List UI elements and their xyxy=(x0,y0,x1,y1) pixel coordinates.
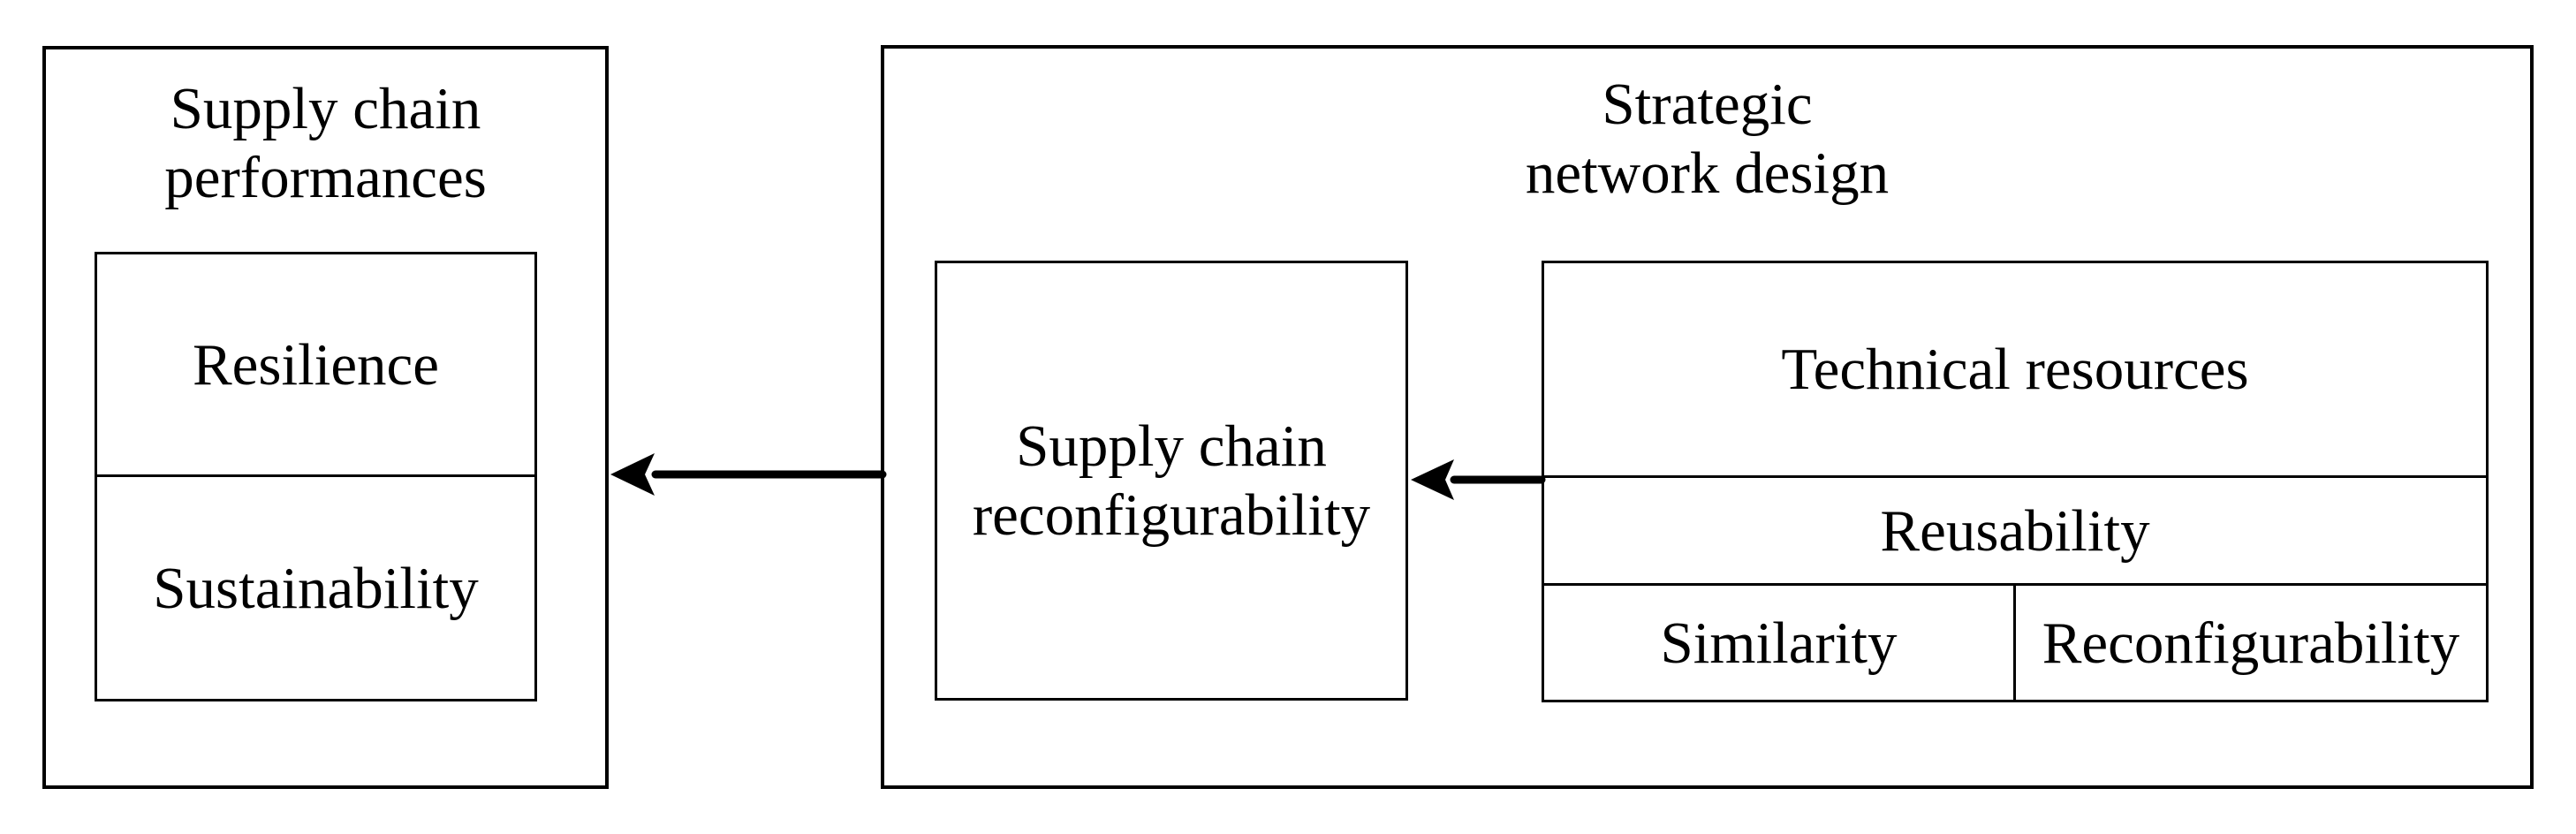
similarity-cell: Similarity xyxy=(1660,610,1898,676)
supply-chain-reconfigurability-box: Supply chain reconfigurability xyxy=(935,261,1408,701)
technical-resources-box: Technical resources Reusability Similari… xyxy=(1542,261,2489,702)
reconfigurability-cell: Reconfigurability xyxy=(2013,586,2486,700)
resilience-cell: Resilience xyxy=(192,331,440,398)
strategic-network-design-title-line2: network design xyxy=(1525,140,1890,206)
strategic-network-design-title: Strategic network design xyxy=(881,70,2534,208)
supply-chain-reconfigurability-line2: reconfigurability xyxy=(972,482,1371,548)
supply-chain-performances-title: Supply chain performances xyxy=(42,74,609,212)
supply-chain-performances-title-line1: Supply chain xyxy=(170,76,481,141)
sustainability-cell: Sustainability xyxy=(97,474,534,699)
arrow-strategic-to-performances-icon xyxy=(610,453,887,496)
technical-resources-cell: Technical resources xyxy=(1781,337,2249,402)
strategic-network-design-title-line1: Strategic xyxy=(1602,72,1813,137)
reusability-cell: Reusability xyxy=(1544,475,2486,583)
supply-chain-reconfigurability-line1: Supply chain xyxy=(1016,413,1327,479)
supply-chain-performances-title-line2: performances xyxy=(164,145,487,210)
similarity-reconfigurability-row: Similarity Reconfigurability xyxy=(1544,583,2486,700)
performance-indicators-box: Resilience Sustainability xyxy=(95,252,537,701)
